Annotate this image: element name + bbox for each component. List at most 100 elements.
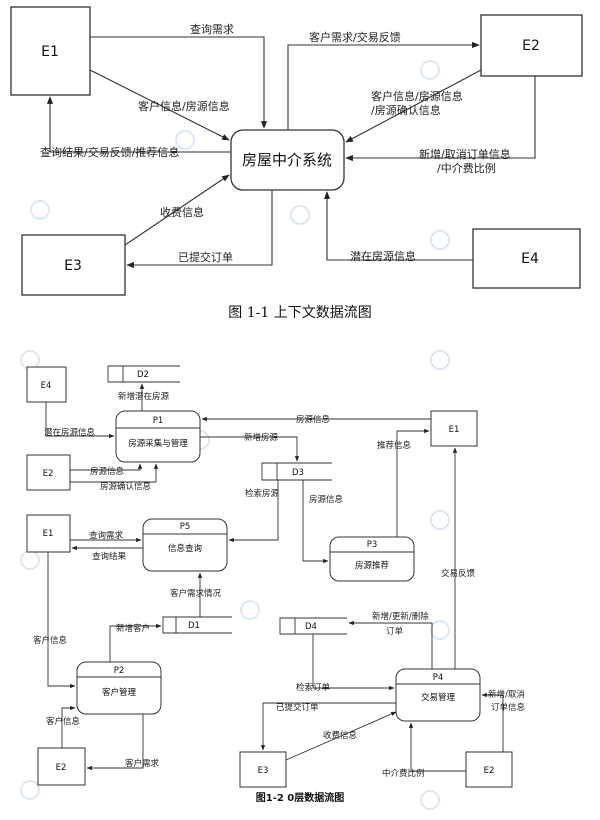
process-p4: P4 交易管理 xyxy=(395,668,481,722)
flow-new-client-label: 新增客户 xyxy=(116,623,150,634)
flow-recommend-info-label: 推荐信息 xyxy=(377,440,412,451)
entity-e3: E3 xyxy=(21,234,126,296)
entity-e2-bottom-left-label: E2 xyxy=(56,763,67,773)
flow-retrieve-order-arrow xyxy=(312,634,395,691)
flow-trade-feedback-label: 交易反馈 xyxy=(441,568,476,579)
store-d1: D1 xyxy=(162,616,232,634)
flow-retrieve-order-label: 检索订单 xyxy=(296,682,331,693)
process-p3: P3 房源推荐 xyxy=(329,536,415,582)
entity-e3-bottom-label: E3 xyxy=(258,766,269,776)
flow-retrieve-house-arrow xyxy=(228,480,279,543)
flow-new-cancel-order-arrow-d2 xyxy=(481,692,504,752)
entity-e1-right-label: E1 xyxy=(449,425,460,435)
entity-e4-label: E4 xyxy=(521,251,539,267)
process-p2-id: P2 xyxy=(114,666,125,676)
entity-e2-left-label: E2 xyxy=(43,469,54,479)
flow-query-demand-label: 查询需求 xyxy=(190,22,234,36)
store-d2: D2 xyxy=(107,365,180,383)
flow-client-demand-status-label: 客户需求情况 xyxy=(170,588,222,599)
context-diagram: E1 E2 E3 E4 房屋中介系统 查询需求 客户信息/房源信息 查询结果/交… xyxy=(10,6,583,321)
process-p5-id: P5 xyxy=(180,522,191,532)
entity-e2-left: E2 xyxy=(26,454,71,491)
flow-commission-ratio-label: 中介费比例 xyxy=(382,768,425,779)
flow-fee-info-label-d2: 收费信息 xyxy=(323,730,358,741)
flow-client-demand-feedback-arrow xyxy=(287,41,480,130)
flow-fee-info-label: 收费信息 xyxy=(160,205,204,219)
process-p3-name: 房源推荐 xyxy=(355,560,390,571)
flow-client-info-left-label: 客户信息 xyxy=(33,635,68,646)
flow-submitted-order-label-d2: 已提交订单 xyxy=(276,702,319,713)
process-p4-id: P4 xyxy=(433,673,444,683)
flow-client-house-info-label: 客户信息/房源信息 xyxy=(138,99,230,113)
flow-fee-info-arrow xyxy=(124,174,230,246)
flow-new-house-label: 新增房源 xyxy=(244,432,279,443)
entity-e1-left-label: E1 xyxy=(43,529,54,539)
flow-house-info-e2-arrow xyxy=(70,463,143,471)
flow-add-update-delete-arrow xyxy=(348,620,433,669)
flow-query-result-arrow xyxy=(46,96,231,153)
flow-recommend-info-arrow xyxy=(396,428,430,537)
flow-submitted-order-arrow-d2 xyxy=(260,702,396,751)
flow-e2-info-label-2: /房源确认信息 xyxy=(371,103,441,117)
flow-house-info-e2-label: 房源信息 xyxy=(90,466,125,477)
flow-house-info-d3-arrow xyxy=(302,480,329,564)
flow-house-info-top-label: 房源信息 xyxy=(296,414,331,425)
flow-new-potential-house-label: 新增潜在房源 xyxy=(118,391,170,402)
flow-new-cancel-order-label-1: 新增/取消订单信息 xyxy=(419,147,511,161)
flow-client-info-e2-label: 客户信息 xyxy=(46,716,81,727)
level0-diagram: E4 E2 E1 E1 E2 E3 E2 D2 xyxy=(26,365,526,804)
flow-add-update-delete-label-1: 新增/更新/删除 xyxy=(372,611,429,622)
store-d3: D3 xyxy=(261,462,332,481)
flow-new-cancel-order-label-2: /中介费比例 xyxy=(437,161,496,175)
store-d3-label: D3 xyxy=(292,468,304,478)
store-d4: D4 xyxy=(279,617,347,635)
entity-e2-bottom-right: E2 xyxy=(465,751,513,788)
entity-e3-label: E3 xyxy=(64,258,82,274)
process-p2-name: 客户管理 xyxy=(102,687,137,698)
flow-house-info-d3-label: 房源信息 xyxy=(309,494,344,505)
flow-retrieve-house-label: 检索房源 xyxy=(245,488,280,499)
flow-new-cancel-label-2: 订单信息 xyxy=(491,702,526,713)
center-process-label: 房屋中介系统 xyxy=(242,151,332,169)
process-p5-name: 信息查询 xyxy=(168,543,202,554)
flow-potential-house-info-label: 潜在房源信息 xyxy=(44,427,96,438)
entity-e3: E3 xyxy=(239,751,287,788)
process-p5: P5 信息查询 xyxy=(142,518,228,572)
flow-submitted-order-arrow xyxy=(126,190,273,269)
entity-e4-top-label: E4 xyxy=(41,381,52,391)
flow-new-client-arrow xyxy=(109,623,162,662)
entity-e4: E4 xyxy=(472,228,581,289)
flow-client-demand-label: 客户需求 xyxy=(125,758,160,769)
flow-e2-info-arrow xyxy=(345,69,482,143)
flow-client-info-left-arrow xyxy=(47,552,76,689)
process-p1-name: 房源采集与管理 xyxy=(128,438,188,449)
process-p1-id: P1 xyxy=(153,416,164,426)
flow-query-demand-label-d2: 查询需求 xyxy=(89,530,124,541)
center-process: 房屋中介系统 xyxy=(230,129,345,191)
entity-e2: E2 xyxy=(480,14,583,77)
flow-potential-house-info-arrow xyxy=(45,402,115,439)
process-p1: P1 房源采集与管理 xyxy=(115,410,201,463)
entity-e1-left: E1 xyxy=(26,514,71,553)
flow-potential-house-arrow xyxy=(323,191,473,261)
flow-client-house-info-arrow xyxy=(89,69,230,141)
diagram1-caption: 图 1-1 上下文数据流图 xyxy=(228,305,371,321)
flow-e2-info-label-1: 客户信息/房源信息 xyxy=(371,89,463,103)
flow-query-demand-arrow xyxy=(90,36,268,129)
process-p2: P2 客户管理 xyxy=(76,661,162,715)
flow-house-confirm-label: 房源确认信息 xyxy=(100,481,152,492)
entity-e2-bottom-right-label: E2 xyxy=(484,766,495,776)
process-p3-id: P3 xyxy=(367,540,378,550)
store-d1-label: D1 xyxy=(188,621,200,631)
flow-query-result-label: 查询结果/交易反馈/推荐信息 xyxy=(40,145,179,159)
flow-client-demand-feedback-label: 客户需求/交易反馈 xyxy=(309,30,401,44)
entity-e1-right: E1 xyxy=(430,410,478,447)
flow-house-confirm-arrow xyxy=(70,463,159,483)
entity-e1-label: E1 xyxy=(41,44,59,60)
flow-query-result-label-d2: 查询结果 xyxy=(92,551,127,562)
flow-new-cancel-order-arrow xyxy=(345,76,536,162)
entity-e2-bottom-left: E2 xyxy=(37,747,86,786)
flow-new-cancel-label-1: 新增/取消 xyxy=(488,689,525,700)
flow-new-house-arrow xyxy=(200,436,300,462)
